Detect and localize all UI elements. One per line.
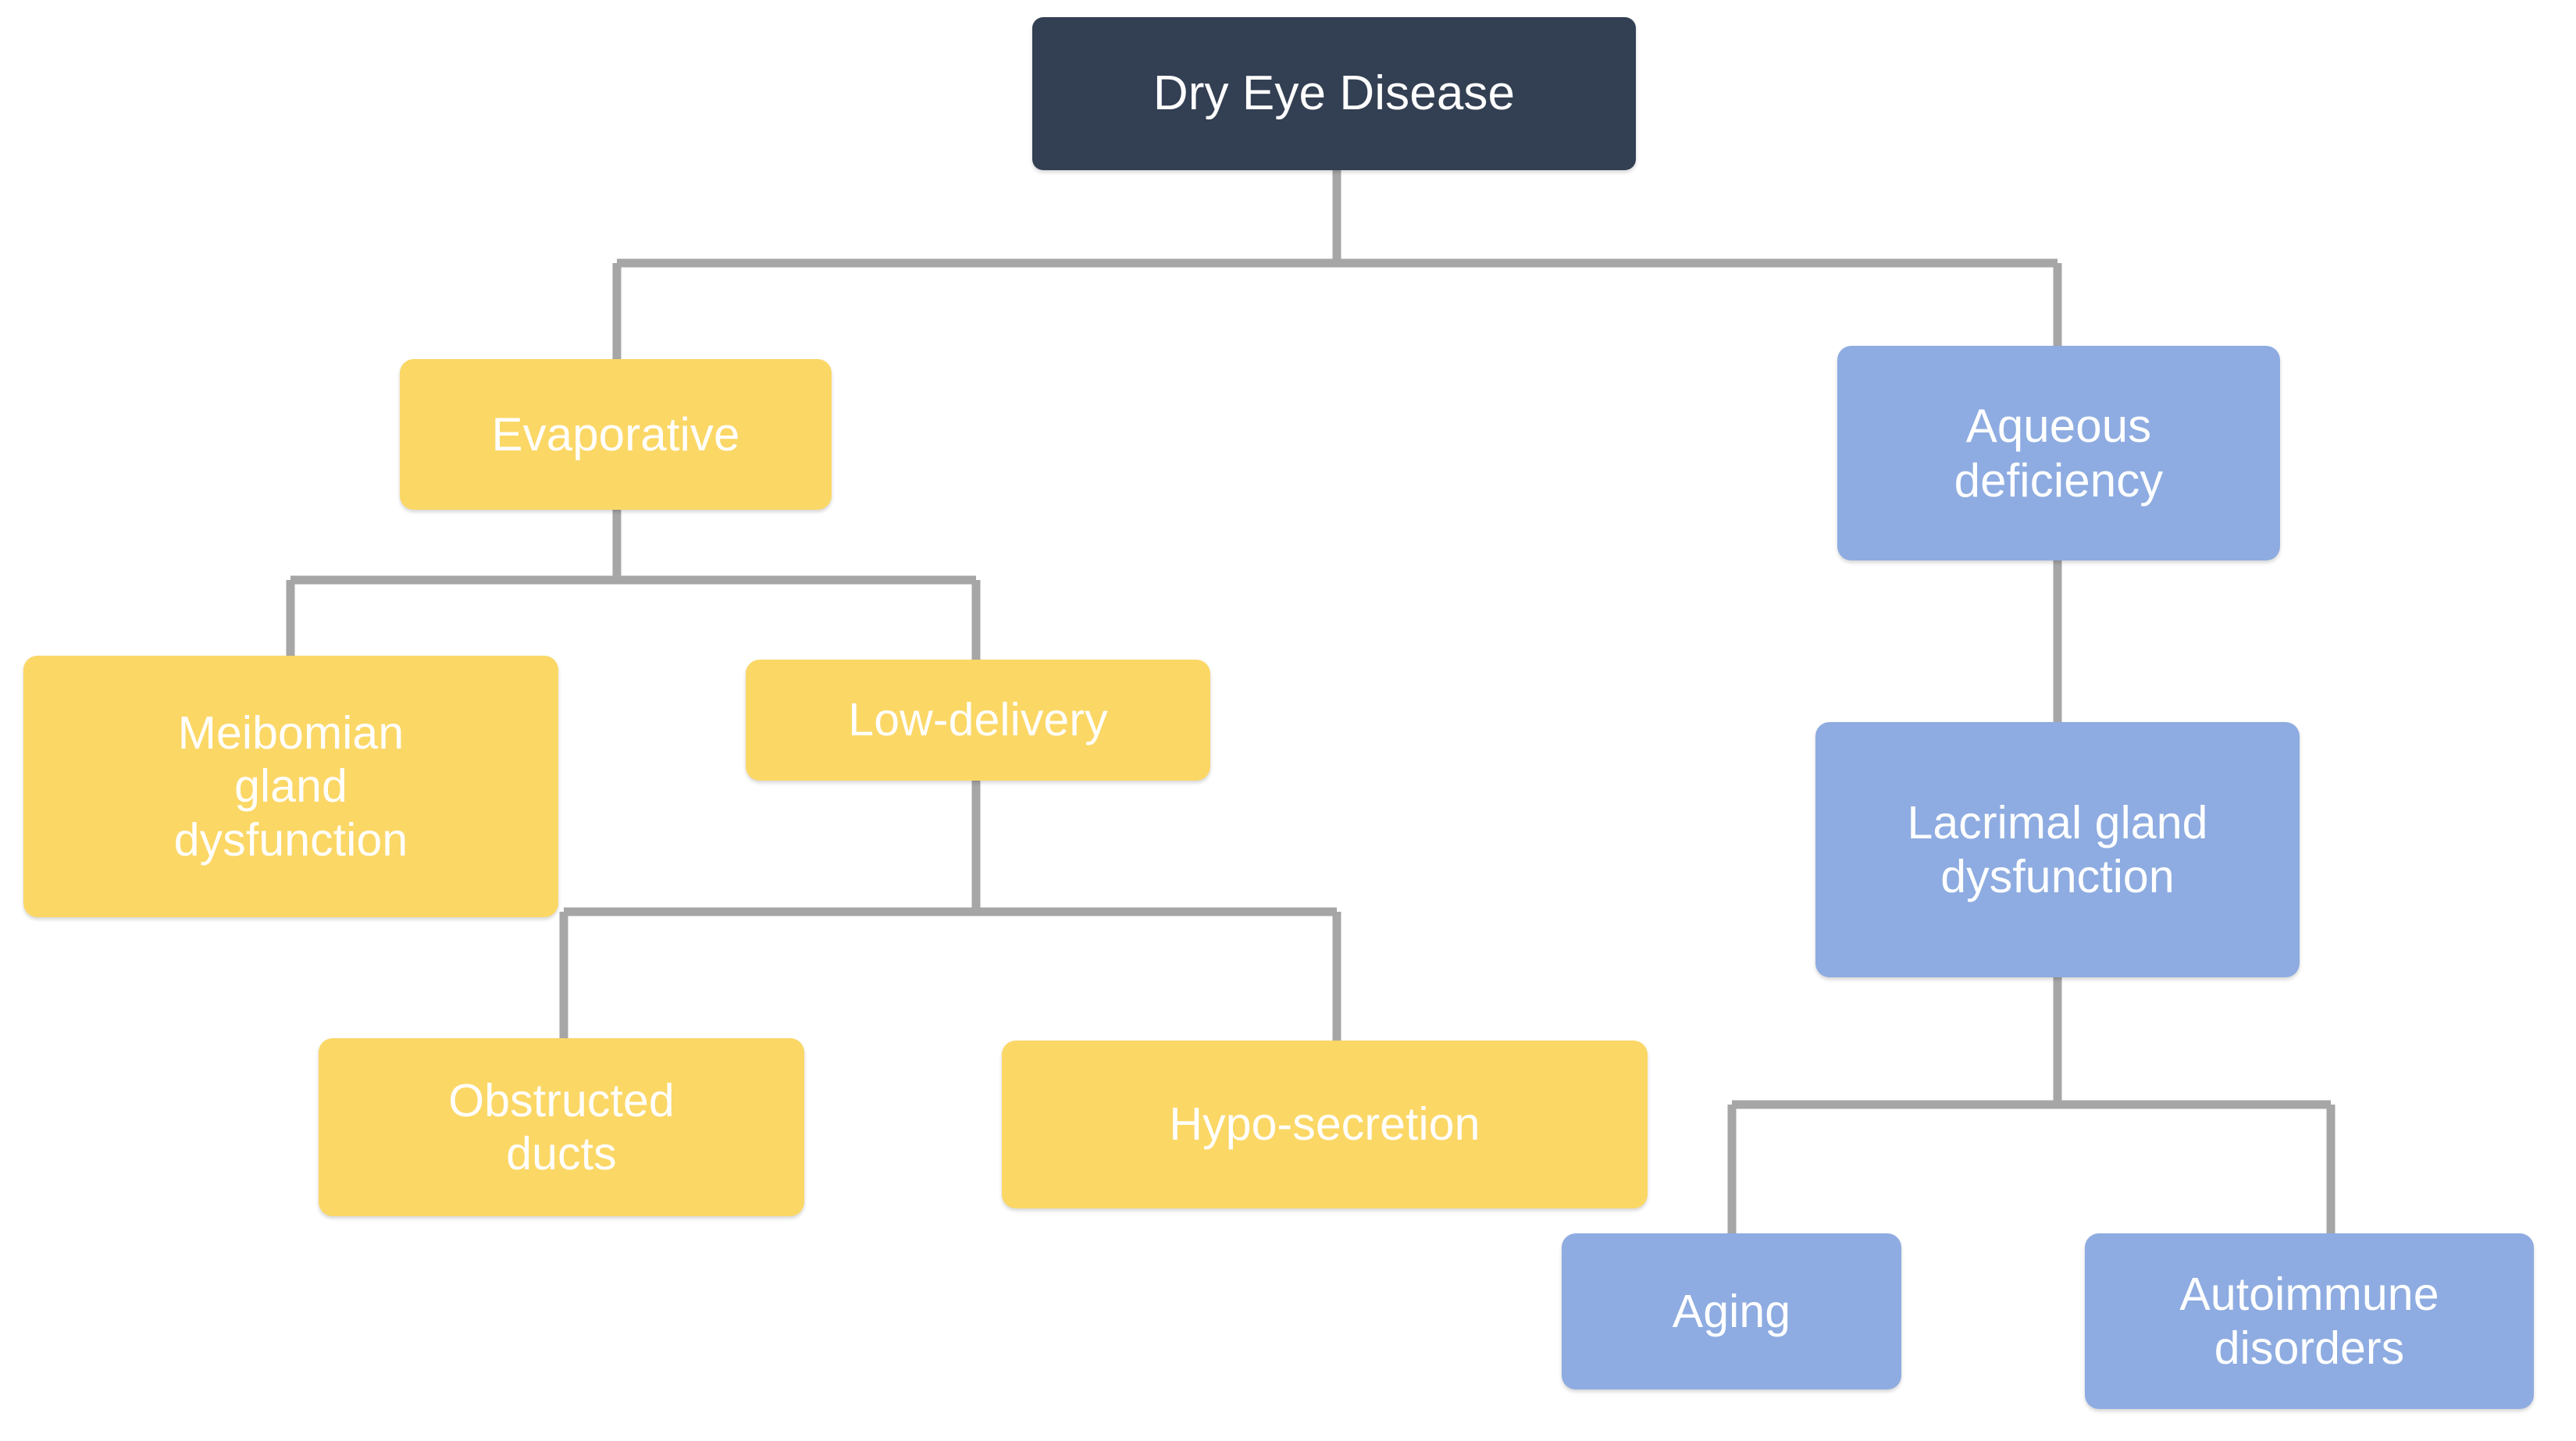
- node-dry-eye-disease[interactable]: Dry Eye Disease: [1032, 17, 1636, 170]
- node-aqueous-deficiency[interactable]: Aqueous deficiency: [1837, 346, 2280, 560]
- node-low-delivery[interactable]: Low-delivery: [746, 660, 1210, 781]
- node-lacrimal-gland-dysfunction[interactable]: Lacrimal gland dysfunction: [1815, 722, 2300, 977]
- node-hypo-secretion[interactable]: Hypo-secretion: [1002, 1041, 1648, 1208]
- node-obstructed-ducts[interactable]: Obstructed ducts: [319, 1038, 804, 1216]
- node-meibomian-gland-dysfunction[interactable]: Meibomian gland dysfunction: [23, 656, 558, 917]
- node-evaporative[interactable]: Evaporative: [400, 359, 832, 510]
- node-autoimmune-disorders[interactable]: Autoimmune disorders: [2085, 1233, 2534, 1409]
- node-aging[interactable]: Aging: [1562, 1233, 1901, 1389]
